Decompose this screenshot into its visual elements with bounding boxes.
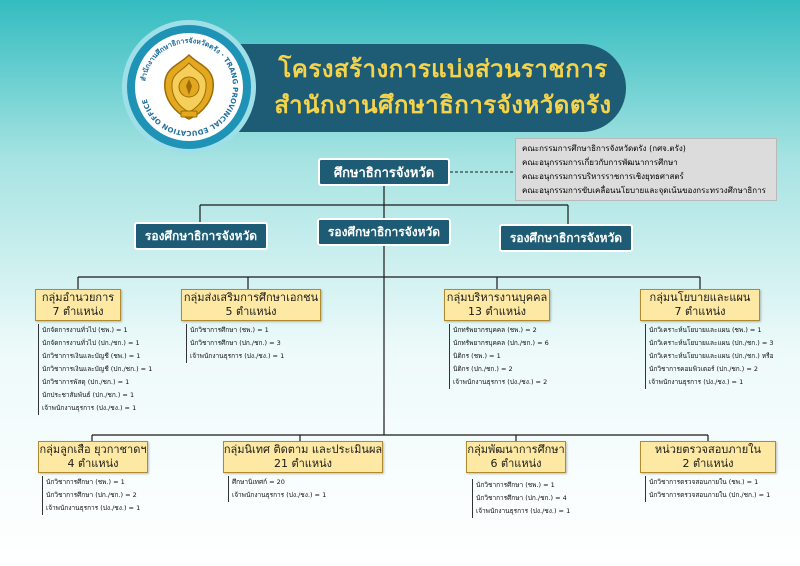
position-list-internal-audit: นักวิชาการตรวจสอบภายใน (ชพ.) = 1 นักวิชา… bbox=[645, 476, 770, 502]
position-item: นักวิชาการศึกษา (ปก./ชก.) = 2 bbox=[46, 491, 137, 499]
position-item: นักวิชาการตรวจสอบภายใน (ชพ.) = 1 bbox=[649, 478, 759, 486]
position-item: นักวิชาการตรวจสอบภายใน (ปก./ชก.) = 1 bbox=[649, 491, 771, 499]
position-item: เจ้าพนักงานธุรการ (ปง./ชง.) = 2 bbox=[453, 378, 548, 386]
position-item: นักวิชาการศึกษา (ชพ.) = 1 bbox=[190, 326, 269, 334]
group-name: กลุ่มพัฒนาการศึกษา bbox=[467, 443, 565, 456]
position-item: นักวิชาการคอมพิวเตอร์ (ปก./ชก.) = 2 bbox=[649, 365, 759, 373]
position-item: เจ้าพนักงานธุรการ (ปง./ชง.) = 1 bbox=[476, 507, 571, 515]
position-item: นักวิชาการเงินและบัญชี (ชพ.) = 1 bbox=[42, 352, 141, 360]
committee-item: คณะอนุกรรมการเกี่ยวกับการพัฒนาการศึกษา bbox=[522, 158, 678, 167]
position-item: นักจัดการงานทั่วไป (ชพ.) = 1 bbox=[42, 326, 128, 334]
group-box-scouts: กลุ่มลูกเสือ ยุวกาชาดฯ 4 ตำแหน่ง bbox=[38, 441, 148, 473]
position-list-policy-planning: นักวิเคราะห์นโยบายและแผน (ชพ.) = 1 นักวิ… bbox=[645, 324, 774, 389]
position-item: เจ้าพนักงานธุรการ (ปง./ชง.) = 1 bbox=[190, 352, 285, 360]
group-box-education-development: กลุ่มพัฒนาการศึกษา 6 ตำแหน่ง bbox=[466, 441, 566, 473]
group-name: กลุ่มส่งเสริมการศึกษาเอกชน bbox=[183, 291, 319, 304]
position-item: นักวิเคราะห์นโยบายและแผน (ชพ.) = 1 bbox=[649, 326, 762, 334]
position-item: นักวิชาการศึกษา (ชพ.) = 1 bbox=[46, 478, 125, 486]
group-box-supervision: กลุ่มนิเทศ ติดตาม และประเมินผล 21 ตำแหน่… bbox=[223, 441, 383, 473]
position-item: เจ้าพนักงานธุรการ (ปง./ชง.) = 1 bbox=[46, 504, 141, 512]
position-list-admin: นักจัดการงานทั่วไป (ชพ.) = 1 นักจัดการงา… bbox=[38, 324, 152, 415]
group-count: 7 ตำแหน่ง bbox=[674, 305, 726, 318]
position-item: นักวิชาการศึกษา (ปก./ชก.) = 3 bbox=[190, 339, 281, 347]
committee-item: คณะอนุกรรมการบริหารราชการเชิงยุทธศาสตร์ bbox=[522, 172, 684, 181]
position-item: นักวิชาการศึกษา (ปก./ชก.) = 4 bbox=[476, 494, 567, 502]
group-box-private-education: กลุ่มส่งเสริมการศึกษาเอกชน 5 ตำแหน่ง bbox=[181, 289, 321, 321]
position-item: นักจัดการงานทั่วไป (ปก./ชก.) = 1 bbox=[42, 339, 140, 347]
group-box-internal-audit: หน่วยตรวจสอบภายใน 2 ตำแหน่ง bbox=[640, 441, 776, 473]
committee-list: คณะกรรมการศึกษาธิการจังหวัดตรัง (กศจ.ตรั… bbox=[515, 138, 777, 201]
emblem-icon bbox=[164, 53, 214, 120]
seal-ring-text: สำนักงานศึกษาธิการจังหวัดตรัง · TRANG PR… bbox=[139, 37, 239, 137]
page-title-line1: โครงสร้างการแบ่งส่วนราชการ bbox=[278, 56, 608, 83]
deputy-box-left: รองศึกษาธิการจังหวัด bbox=[134, 222, 268, 250]
svg-text:สำนักงานศึกษาธิการจังหวัดตรัง: สำนักงานศึกษาธิการจังหวัดตรัง · TRANG PR… bbox=[139, 37, 239, 137]
title-banner: โครงสร้างการแบ่งส่วนราชการ สำนักงานศึกษา… bbox=[200, 44, 626, 132]
position-item: นิติกร (ปก./ชก.) = 2 bbox=[453, 365, 513, 373]
deputy-box-right: รองศึกษาธิการจังหวัด bbox=[499, 224, 633, 252]
group-box-personnel: กลุ่มบริหารงานบุคคล 13 ตำแหน่ง bbox=[444, 289, 550, 321]
group-count: 4 ตำแหน่ง bbox=[67, 457, 119, 470]
position-list-personnel: นักทรัพยากรบุคคล (ชพ.) = 2 นักทรัพยากรบุ… bbox=[449, 324, 549, 389]
position-item: นักวิเคราะห์นโยบายและแผน (ปก./ชก.) = 3 bbox=[649, 339, 774, 347]
group-name: หน่วยตรวจสอบภายใน bbox=[654, 443, 762, 456]
group-count: 2 ตำแหน่ง bbox=[682, 457, 734, 470]
group-count: 6 ตำแหน่ง bbox=[490, 457, 542, 470]
group-count: 21 ตำแหน่ง bbox=[273, 457, 333, 470]
committee-item: คณะกรรมการศึกษาธิการจังหวัดตรัง (กศจ.ตรั… bbox=[522, 144, 686, 153]
position-item: นักทรัพยากรบุคคล (ชพ.) = 2 bbox=[453, 326, 537, 334]
page-title-line2: สำนักงานศึกษาธิการจังหวัดตรัง bbox=[274, 92, 612, 119]
group-name: กลุ่มนโยบายและแผน bbox=[649, 291, 751, 304]
position-item: เจ้าพนักงานธุรการ (ปง./ชง.) = 1 bbox=[649, 378, 744, 386]
group-name: กลุ่มบริหารงานบุคคล bbox=[446, 291, 548, 304]
group-name: กลุ่มนิเทศ ติดตาม และประเมินผล bbox=[223, 443, 383, 456]
deputy-box-center: รองศึกษาธิการจังหวัด bbox=[317, 218, 451, 246]
position-list-private-education: นักวิชาการศึกษา (ชพ.) = 1 นักวิชาการศึกษ… bbox=[186, 324, 284, 363]
position-item: นักประชาสัมพันธ์ (ปก./ชก.) = 1 bbox=[42, 391, 135, 399]
group-count: 13 ตำแหน่ง bbox=[467, 305, 527, 318]
group-count: 7 ตำแหน่ง bbox=[52, 305, 104, 318]
group-name: กลุ่มลูกเสือ ยุวกาชาดฯ bbox=[39, 443, 147, 456]
group-box-admin: กลุ่มอำนวยการ 7 ตำแหน่ง bbox=[35, 289, 121, 321]
position-list-education-development: นักวิชาการศึกษา (ชพ.) = 1 นักวิชาการศึกษ… bbox=[472, 479, 570, 518]
committee-item: คณะอนุกรรมการขับเคลื่อนนโยบายและจุดเน้นข… bbox=[522, 186, 766, 195]
position-item: นักวิชาการเงินและบัญชี (ปก./ชก.) = 1 bbox=[42, 365, 153, 373]
group-count: 5 ตำแหน่ง bbox=[225, 305, 277, 318]
provincial-education-officer-box: ศึกษาธิการจังหวัด bbox=[318, 158, 450, 186]
position-list-scouts: นักวิชาการศึกษา (ชพ.) = 1 นักวิชาการศึกษ… bbox=[42, 476, 140, 515]
position-item: นักวิเคราะห์นโยบายและแผน (ปก./ชก.) หรือ bbox=[649, 352, 774, 360]
position-item: นิติกร (ชพ.) = 1 bbox=[453, 352, 501, 360]
position-item: เจ้าพนักงานธุรการ (ปง./ชง.) = 1 bbox=[232, 491, 327, 499]
office-seal-logo: สำนักงานศึกษาธิการจังหวัดตรัง · TRANG PR… bbox=[122, 20, 256, 154]
position-item: ศึกษานิเทศก์ = 20 bbox=[232, 478, 285, 486]
group-name: กลุ่มอำนวยการ bbox=[41, 291, 115, 304]
position-item: เจ้าพนักงานธุรการ (ปง./ชง.) = 1 bbox=[42, 404, 137, 412]
position-item: นักทรัพยากรบุคคล (ปก./ชก.) = 6 bbox=[453, 339, 549, 347]
position-list-supervision: ศึกษานิเทศก์ = 20 เจ้าพนักงานธุรการ (ปง.… bbox=[228, 476, 326, 502]
group-box-policy-planning: กลุ่มนโยบายและแผน 7 ตำแหน่ง bbox=[640, 289, 760, 321]
position-item: นักวิชาการศึกษา (ชพ.) = 1 bbox=[476, 481, 555, 489]
position-item: นักวิชาการพัสดุ (ปก./ชก.) = 1 bbox=[42, 378, 130, 386]
